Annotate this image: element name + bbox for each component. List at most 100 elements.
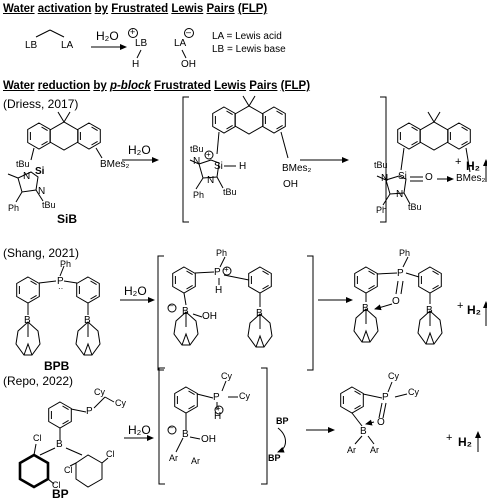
- oxygen-atom: O: [377, 417, 385, 428]
- hydroxide-group: OH: [201, 434, 216, 445]
- dichlorophenyl-ring: [75, 454, 103, 488]
- borate-atom: B: [182, 429, 189, 440]
- compound-label-sib: SiB: [57, 212, 78, 226]
- water-reagent: H₂O: [96, 29, 119, 43]
- compound-label-bpb: BPB: [44, 359, 70, 373]
- lewis-acid-label: LA: [174, 38, 187, 49]
- boron-atom: B: [256, 308, 263, 319]
- header-word: (FLP): [237, 3, 268, 15]
- shang-scheme: [15, 255, 487, 371]
- oxygen-atom: O: [392, 296, 400, 307]
- chlorine-atom: Cl: [52, 480, 61, 490]
- header-word: reduction: [37, 80, 91, 92]
- hydroxide-group: OH: [181, 59, 196, 70]
- phenyl-group: Ph: [376, 205, 388, 215]
- plus-sign: +: [216, 404, 221, 413]
- chlorine-atom: Cl: [106, 449, 115, 459]
- tbu-group: tBu: [16, 159, 30, 169]
- boron-atom: B: [360, 426, 367, 437]
- tbu-group: tBu: [223, 187, 237, 197]
- phosphonium-atom: P: [213, 392, 220, 403]
- hydrogen-atom: H: [214, 411, 222, 422]
- nitrogen-atom: N: [38, 186, 46, 197]
- citation: (Driess, 2017): [3, 97, 79, 111]
- legend-lewis-base: LB = Lewis base: [212, 44, 286, 55]
- cyclohexyl-group: Cy: [115, 398, 126, 408]
- nitrogen-atom: N: [381, 173, 389, 184]
- silicon-atom: Si: [214, 161, 223, 172]
- chlorine-atom: Cl: [33, 433, 42, 443]
- borate-atom: B: [182, 306, 189, 317]
- tbu-group: tBu: [408, 202, 422, 212]
- positive-charge-circle: [204, 150, 214, 160]
- negative-charge-circle: [167, 425, 177, 435]
- phosphorus-atom: P: [397, 268, 404, 279]
- aryl-group: Ar: [169, 453, 178, 463]
- plus-sign: +: [455, 156, 462, 168]
- header-word: Pairs: [249, 80, 278, 92]
- hydroxide-group: OH: [202, 311, 217, 322]
- plus-sign: +: [206, 150, 211, 159]
- hydrogen-gas-product: H₂: [467, 303, 481, 317]
- aryl-group: Ar: [191, 456, 200, 466]
- plus-sign: +: [224, 265, 229, 274]
- phenyl-group: Ph: [8, 203, 20, 213]
- lone-pair: ··: [58, 284, 64, 293]
- phenyl-group: Ph: [216, 248, 228, 258]
- activation-scheme: [35, 28, 194, 59]
- chlorine-atom: Cl: [64, 465, 73, 475]
- negative-charge-circle: [184, 28, 194, 38]
- catalyst-label: BP: [276, 416, 289, 426]
- minus-sign: –: [169, 423, 174, 432]
- tbu-group: tBu: [42, 200, 56, 210]
- driess-scheme: [7, 95, 487, 223]
- borate-group: BMes₂: [282, 163, 312, 174]
- silylene-atom: Si: [35, 166, 45, 177]
- phosphorus-atom: P: [86, 406, 93, 417]
- borane-group: BMes₂: [456, 173, 486, 184]
- header-word: Pairs: [206, 3, 235, 15]
- header-word: Frustrated: [154, 80, 211, 92]
- phenyl-group: Ph: [193, 190, 205, 200]
- positive-charge-circle: [214, 405, 224, 415]
- header-word: by: [93, 80, 107, 92]
- aryl-group: Ar: [370, 445, 379, 455]
- cyclohexyl-group: Cy: [94, 387, 105, 397]
- header-word: Water: [3, 80, 35, 92]
- boron-atom: B: [84, 315, 91, 326]
- boron-atom: B: [426, 305, 433, 316]
- cyclohexyl-group: Cy: [239, 391, 250, 401]
- negative-charge-circle: [167, 303, 177, 313]
- phenyl-group: Ph: [399, 248, 411, 258]
- nitrogen-atom: N: [396, 189, 404, 200]
- dichlorophenyl-ring: [18, 453, 50, 489]
- header-word: (FLP): [280, 80, 311, 92]
- citation: (Shang, 2021): [3, 246, 80, 260]
- header-water-reduction: Water reduction by p-block Frustrated Le…: [3, 80, 311, 93]
- lewis-base-label: LB: [25, 40, 38, 51]
- citation: (Repo, 2022): [3, 374, 74, 388]
- plus-sign: +: [130, 27, 136, 37]
- plus-sign: +: [446, 432, 453, 444]
- header-word: activation: [37, 3, 92, 15]
- water-reagent: H₂O: [128, 143, 151, 157]
- compound-label-bp: BP: [52, 487, 69, 501]
- hydrogen-gas-product: H₂: [458, 435, 472, 449]
- catalyst-regeneration-arrow: [277, 427, 286, 453]
- aryl-group: Ar: [347, 445, 356, 455]
- nitrogen-atom: N: [23, 171, 31, 182]
- legend-lewis-acid: LA = Lewis acid: [212, 31, 282, 42]
- header-word: by: [94, 3, 109, 15]
- boron-atom: B: [362, 303, 369, 314]
- hydroxide-group: OH: [283, 179, 298, 190]
- borane-group: BMes₂: [100, 159, 130, 170]
- hydrogen-gas-product: H₂: [466, 159, 480, 173]
- phenyl-group: Ph: [60, 259, 72, 269]
- boron-atom: B: [24, 315, 31, 326]
- cyclohexyl-group: Cy: [221, 371, 232, 381]
- header-word: Lewis: [171, 3, 204, 15]
- header-word: Frustrated: [111, 3, 169, 15]
- water-reagent: H₂O: [128, 423, 151, 437]
- cyclohexyl-group: Cy: [388, 371, 399, 381]
